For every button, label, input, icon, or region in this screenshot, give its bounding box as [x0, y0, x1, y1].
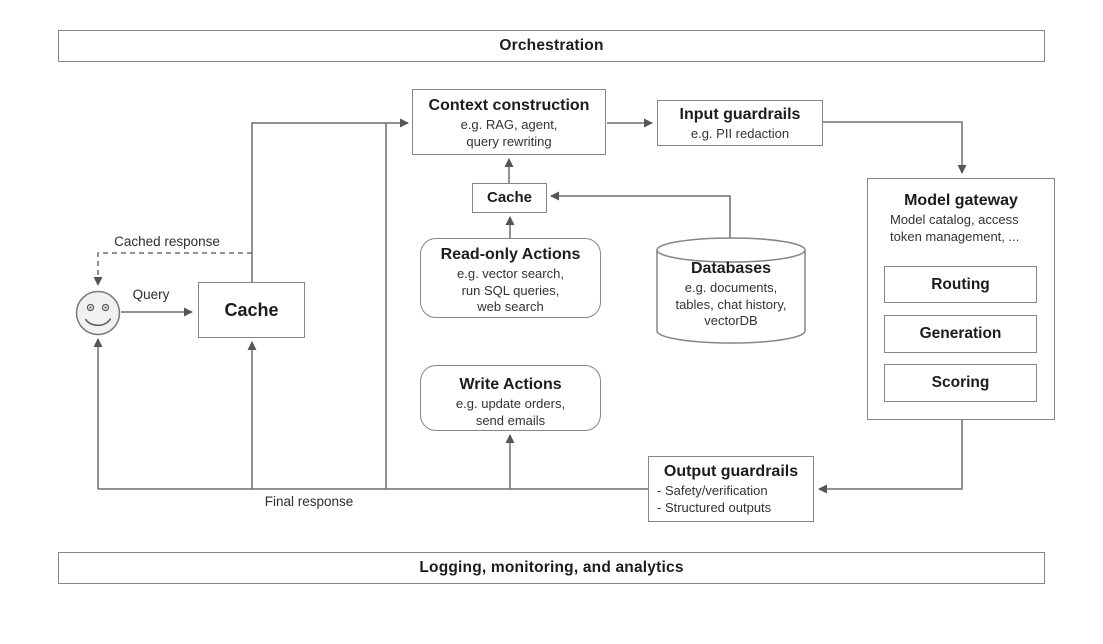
read-only-actions-title: Read-only Actions	[440, 246, 581, 263]
model-gateway-subtitle: Model catalog, access token management, …	[890, 212, 1020, 244]
query-label: Query	[132, 287, 170, 302]
read-only-actions-node: Read-only Actions e.g. vector search, ru…	[420, 238, 601, 318]
databases-subtitle: e.g. documents, tables, chat history, ve…	[675, 280, 787, 329]
model-gateway-scoring-box: Scoring	[884, 364, 1037, 402]
model-gateway-routing-box: Routing	[884, 266, 1037, 303]
scoring-label: Scoring	[931, 374, 990, 391]
output-guardrails-title: Output guardrails	[663, 463, 799, 480]
input-guardrails-title: Input guardrails	[679, 106, 801, 123]
cache-center-title: Cache	[486, 188, 533, 206]
cache-left-title: Cache	[224, 299, 279, 320]
databases-title: Databases	[690, 260, 772, 277]
edge-databases-to-cache	[550, 191, 731, 240]
routing-label: Routing	[931, 275, 990, 293]
read-only-actions-subtitle: e.g. vector search, run SQL queries, web…	[457, 266, 564, 315]
write-actions-title: Write Actions	[459, 376, 562, 393]
edge-gateway-to-output-guardrails	[818, 420, 963, 494]
write-actions-node: Write Actions e.g. update orders, send e…	[420, 365, 601, 431]
input-guardrails-node: Input guardrails e.g. PII redaction	[657, 100, 823, 146]
cached-response-label: Cached response	[114, 234, 220, 249]
model-gateway-generation-box: Generation	[884, 315, 1037, 353]
input-guardrails-subtitle: e.g. PII redaction	[690, 126, 790, 141]
edge-cached-response-dashed-arrow	[93, 252, 252, 286]
orchestration-bar: Orchestration	[58, 30, 1045, 62]
model-gateway-title: Model gateway	[904, 192, 1018, 209]
cache-center-node: Cache	[472, 183, 547, 213]
model-gateway-node: Model gateway Model catalog, access toke…	[867, 178, 1055, 420]
logging-bar-label: Logging, monitoring, and analytics	[419, 559, 684, 576]
final-response-label: Final response	[264, 494, 354, 509]
edge-input-guardrails-to-gateway	[823, 121, 967, 174]
edge-cache-to-context	[251, 118, 409, 282]
generation-label: Generation	[919, 325, 1002, 342]
context-construction-title: Context construction	[428, 97, 590, 114]
write-actions-subtitle: e.g. update orders, send emails	[455, 396, 566, 428]
output-guardrails-subtitle: - Safety/verification - Structured outpu…	[657, 483, 772, 515]
user-smiley-icon	[75, 290, 121, 336]
context-construction-node: Context construction e.g. RAG, agent, qu…	[412, 89, 606, 155]
database-cylinder-icon	[656, 237, 806, 344]
context-construction-subtitle: e.g. RAG, agent, query rewriting	[460, 117, 558, 149]
orchestration-bar-label: Orchestration	[499, 37, 604, 54]
cache-left-node: Cache	[198, 282, 305, 338]
output-guardrails-node: Output guardrails - Safety/verification …	[648, 456, 814, 522]
logging-bar: Logging, monitoring, and analytics	[58, 552, 1045, 584]
databases-node: Databases e.g. documents, tables, chat h…	[656, 259, 806, 330]
